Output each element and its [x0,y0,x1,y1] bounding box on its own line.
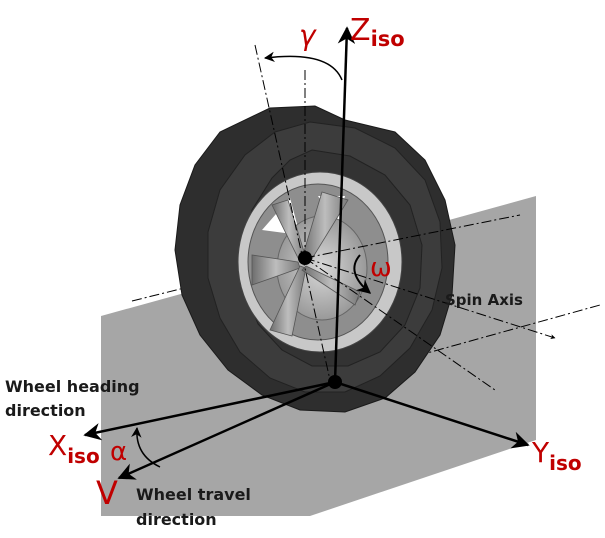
camber-angle-arc [263,51,343,81]
slip-angle-arc [131,426,161,468]
wheel-center [298,251,312,265]
wheel [174,105,456,413]
spin-rate-arc [353,254,372,294]
velocity-arrow [117,380,336,480]
spin-rate-label: ω [370,253,392,283]
heading-label-line2: direction [5,401,86,420]
x-axis-label: Xiso [48,429,100,468]
wheel-reference-lines [254,44,556,391]
x-axis-arrow [83,380,336,441]
travel-label-line2: direction [136,510,217,529]
y-axis-arrow [334,380,530,449]
heading-label-line1: Wheel heading [5,377,140,396]
velocity-label: V [96,474,118,512]
z-axis-label: Ziso [350,13,405,51]
travel-label-line1: Wheel travel [136,485,251,504]
y-axis-label: Yiso [531,436,582,475]
slip-angle-label: α [110,437,127,467]
z-axis-arrow [333,26,356,383]
camber-angle-label: γ [299,19,317,52]
spin-axis-label: Spin Axis [445,291,523,309]
